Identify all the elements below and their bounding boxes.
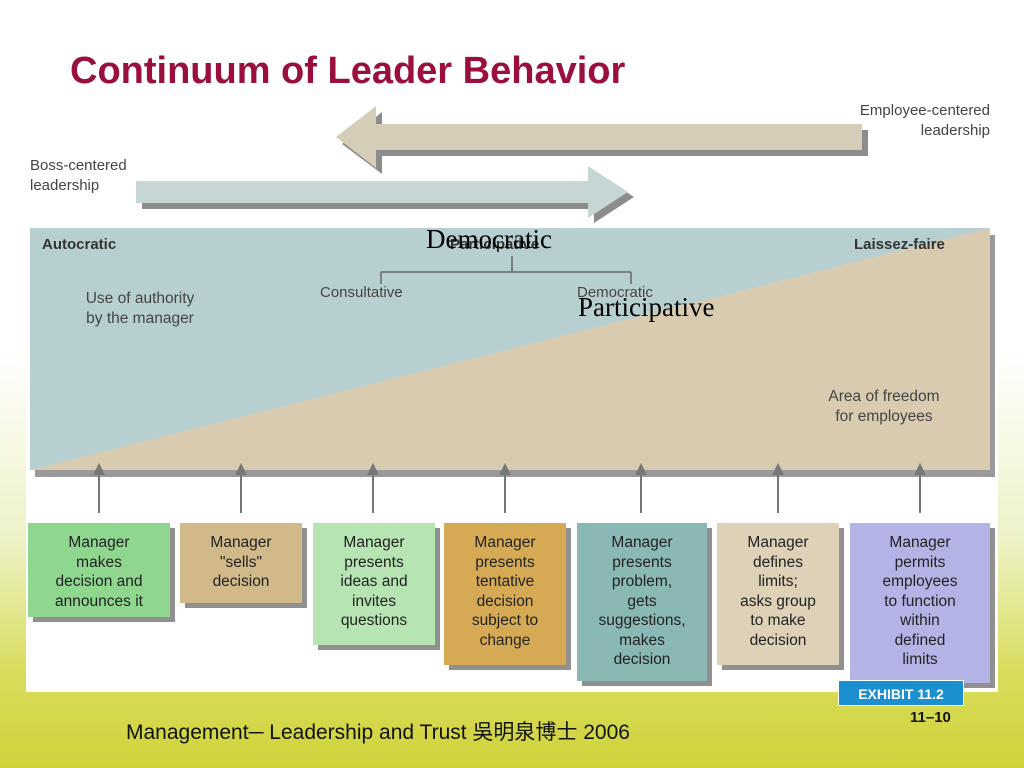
behavior-box-3: Manager presents ideas and invites quest… bbox=[313, 523, 435, 645]
slide-title: Continuum of Leader Behavior bbox=[70, 50, 626, 92]
employee-centered-label: Employee-centered leadership bbox=[859, 102, 990, 139]
democratic-overlay-text: Democratic bbox=[426, 224, 552, 254]
behavior-box-1: Manager makes decision and announces it bbox=[28, 523, 170, 617]
behavior-box-5: Manager presents problem, gets suggestio… bbox=[577, 523, 707, 681]
authority-freedom-band bbox=[30, 228, 990, 470]
behavior-box-4: Manager presents tentative decision subj… bbox=[444, 523, 566, 665]
arrow-to-box-1 bbox=[93, 463, 105, 513]
page-number: 11–10 bbox=[910, 709, 951, 726]
arrow-to-box-6 bbox=[772, 463, 784, 513]
boss-centered-label: Boss-centered leadership bbox=[30, 157, 127, 194]
arrow-to-box-5 bbox=[635, 463, 647, 513]
laissez-faire-heading: Laissez-faire bbox=[854, 236, 945, 253]
direction-arrows bbox=[136, 106, 868, 223]
exhibit-badge: EXHIBIT 11.2 bbox=[838, 680, 964, 706]
arrow-to-box-3 bbox=[367, 463, 379, 513]
participative-bracket bbox=[380, 256, 632, 284]
slide-footer: Management─ Leadership and Trust 吳明泉博士 2… bbox=[126, 721, 630, 744]
consultative-label: Consultative bbox=[320, 284, 403, 301]
autocratic-heading: Autocratic bbox=[42, 236, 117, 253]
behavior-box-6: Manager defines limits; asks group to ma… bbox=[717, 523, 839, 665]
participative-heading: Participative bbox=[450, 236, 540, 253]
arrow-to-box-4 bbox=[499, 463, 511, 513]
arrow-to-box-7 bbox=[914, 463, 926, 513]
behavior-box-2: Manager "sells" decision bbox=[180, 523, 302, 603]
participative-overlay-text: Participative bbox=[578, 292, 715, 322]
employee-centered-arrow bbox=[336, 106, 862, 168]
arrow-to-box-2 bbox=[235, 463, 247, 513]
authority-text: Use of authority by the manager bbox=[85, 290, 195, 327]
freedom-text: Area of freedom for employees bbox=[828, 388, 940, 425]
behavior-box-7: Manager permits employees to function wi… bbox=[850, 523, 990, 683]
boss-centered-arrow bbox=[136, 166, 628, 218]
democratic-label: Democratic bbox=[577, 284, 653, 301]
leadership-continuum-figure: Employee-centered leadership Boss-center… bbox=[26, 102, 998, 692]
